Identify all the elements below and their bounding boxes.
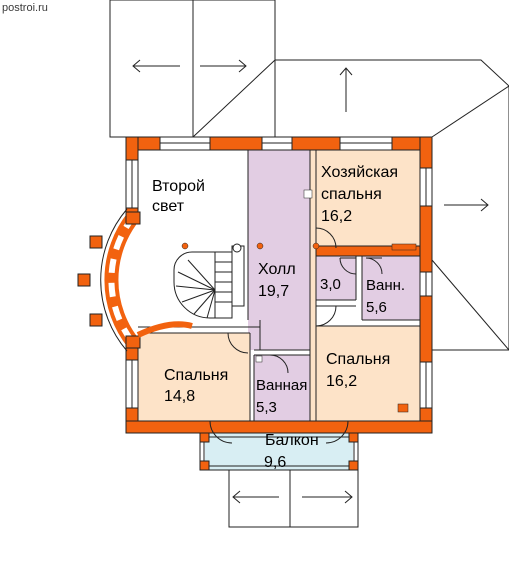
bay-pillar [125,335,141,349]
door [315,227,337,249]
bedroom-right-area: 16,2 [326,373,357,390]
door [227,332,249,354]
door [325,420,349,444]
arrow-right-icon [200,59,247,73]
arrow-up-icon [339,67,353,112]
balcony [199,432,359,471]
arrow-left-icon [232,490,279,504]
hall-area: 19,7 [258,283,289,300]
bath-fill [254,355,310,421]
railing-post [232,243,242,253]
balcony-area: 9,6 [264,454,286,471]
windows [125,136,433,409]
arrow-left-icon [132,59,180,73]
balcony-post [348,432,359,443]
bay-pillar [89,313,103,327]
marker-dot [256,242,264,250]
roof-bottom [228,469,359,528]
bedroom-right-label: Спальня [326,351,390,368]
second-light-label-2: свет [152,198,185,215]
hall-fill [248,150,310,350]
door [315,305,337,327]
master-area: 16,2 [321,208,352,225]
master-label-2: спальня [321,186,382,203]
bay-pillar [89,235,103,249]
bay-pillar [125,211,141,225]
doors [209,227,383,444]
second-light-label-1: Второй [152,178,205,195]
balcony-rail [203,436,355,467]
balcony-post [348,460,359,471]
bay-window [77,208,141,352]
small-bath-fill [362,256,420,320]
hall-label: Холл [258,261,296,278]
marker-dot [181,242,189,250]
bay-pillar [77,273,91,287]
bedroom-left-fill [138,333,250,421]
balcony-post [199,460,210,471]
watermark: postroi.ru [2,2,48,14]
slope-arrows [132,59,489,504]
balcony-fill [205,433,353,470]
arrow-right-icon [302,490,353,504]
vent-marker [391,243,417,251]
door [339,257,357,275]
landing-wall [136,321,193,338]
outlet-marker [255,355,263,363]
balcony-post [199,432,210,443]
arrow-right-icon [444,198,489,212]
small-bath-label: Ванн. [366,277,405,294]
bedroom-left-label: Спальня [164,367,228,384]
bath-label: Ванная [256,377,307,394]
master-label-1: Хозяйская [321,164,398,181]
balcony-label: Балкон [265,432,319,449]
vent-marker [397,403,409,413]
marker-dot [312,242,320,250]
small-bath-area: 5,6 [366,299,387,316]
markers [181,189,417,413]
closet-fill [316,256,356,300]
master-bedroom-fill [310,150,420,246]
closet-area: 3,0 [320,276,341,293]
balcony-outline [199,432,359,471]
room-labels: Второй свет Холл 19,7 Хозяйская спальня … [152,164,405,471]
outlet-marker [303,189,313,199]
bath-area: 5,3 [256,399,277,416]
bedroom-left-area: 14,8 [164,388,195,405]
staircase [173,243,245,319]
door [209,420,233,444]
